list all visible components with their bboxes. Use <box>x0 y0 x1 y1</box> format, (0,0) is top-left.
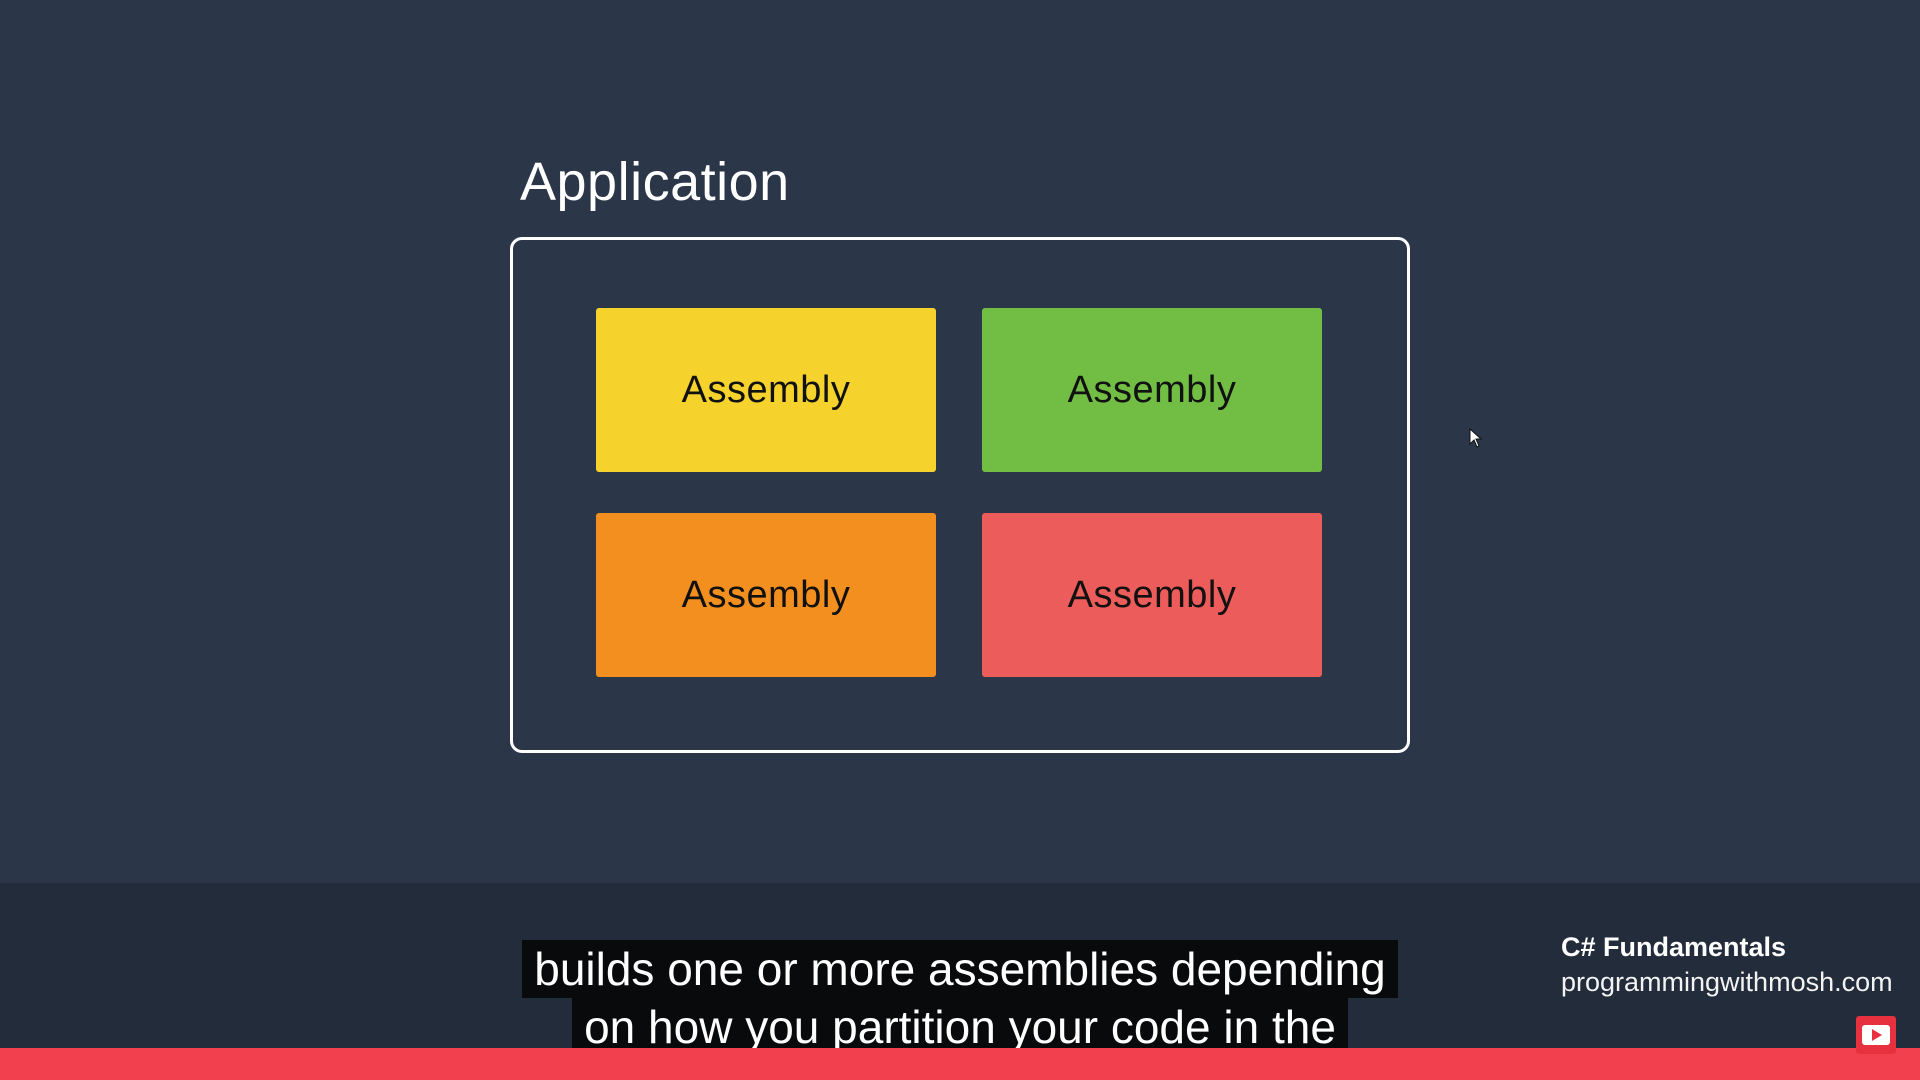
assembly-label: Assembly <box>681 573 851 616</box>
slide-title: Application <box>520 152 790 212</box>
mouse-cursor-icon <box>1469 428 1483 448</box>
site-url: programmingwithmosh.com <box>1561 967 1893 997</box>
assembly-box-red: Assembly <box>982 513 1322 677</box>
subtitle-line-1: builds one or more assemblies depending <box>522 940 1398 998</box>
subtitle-captions: builds one or more assemblies depending … <box>0 940 1920 1056</box>
assembly-box-orange: Assembly <box>596 513 936 677</box>
video-progress-bar[interactable] <box>0 1048 1920 1080</box>
play-icon <box>1862 1025 1890 1045</box>
application-container <box>510 237 1410 753</box>
course-title: C# Fundamentals <box>1561 932 1787 962</box>
assembly-box-green: Assembly <box>982 308 1322 472</box>
video-frame[interactable]: Application Assembly Assembly Assembly A… <box>0 0 1920 883</box>
assembly-label: Assembly <box>1067 368 1237 411</box>
subtitle-line-2: on how you partition your code in the <box>572 998 1348 1056</box>
branding: C# Fundamentals programmingwithmosh.com <box>1561 930 1893 1000</box>
assembly-label: Assembly <box>1067 573 1237 616</box>
assembly-box-yellow: Assembly <box>596 308 936 472</box>
youtube-subscribe-icon[interactable] <box>1856 1016 1896 1054</box>
assembly-label: Assembly <box>681 368 851 411</box>
